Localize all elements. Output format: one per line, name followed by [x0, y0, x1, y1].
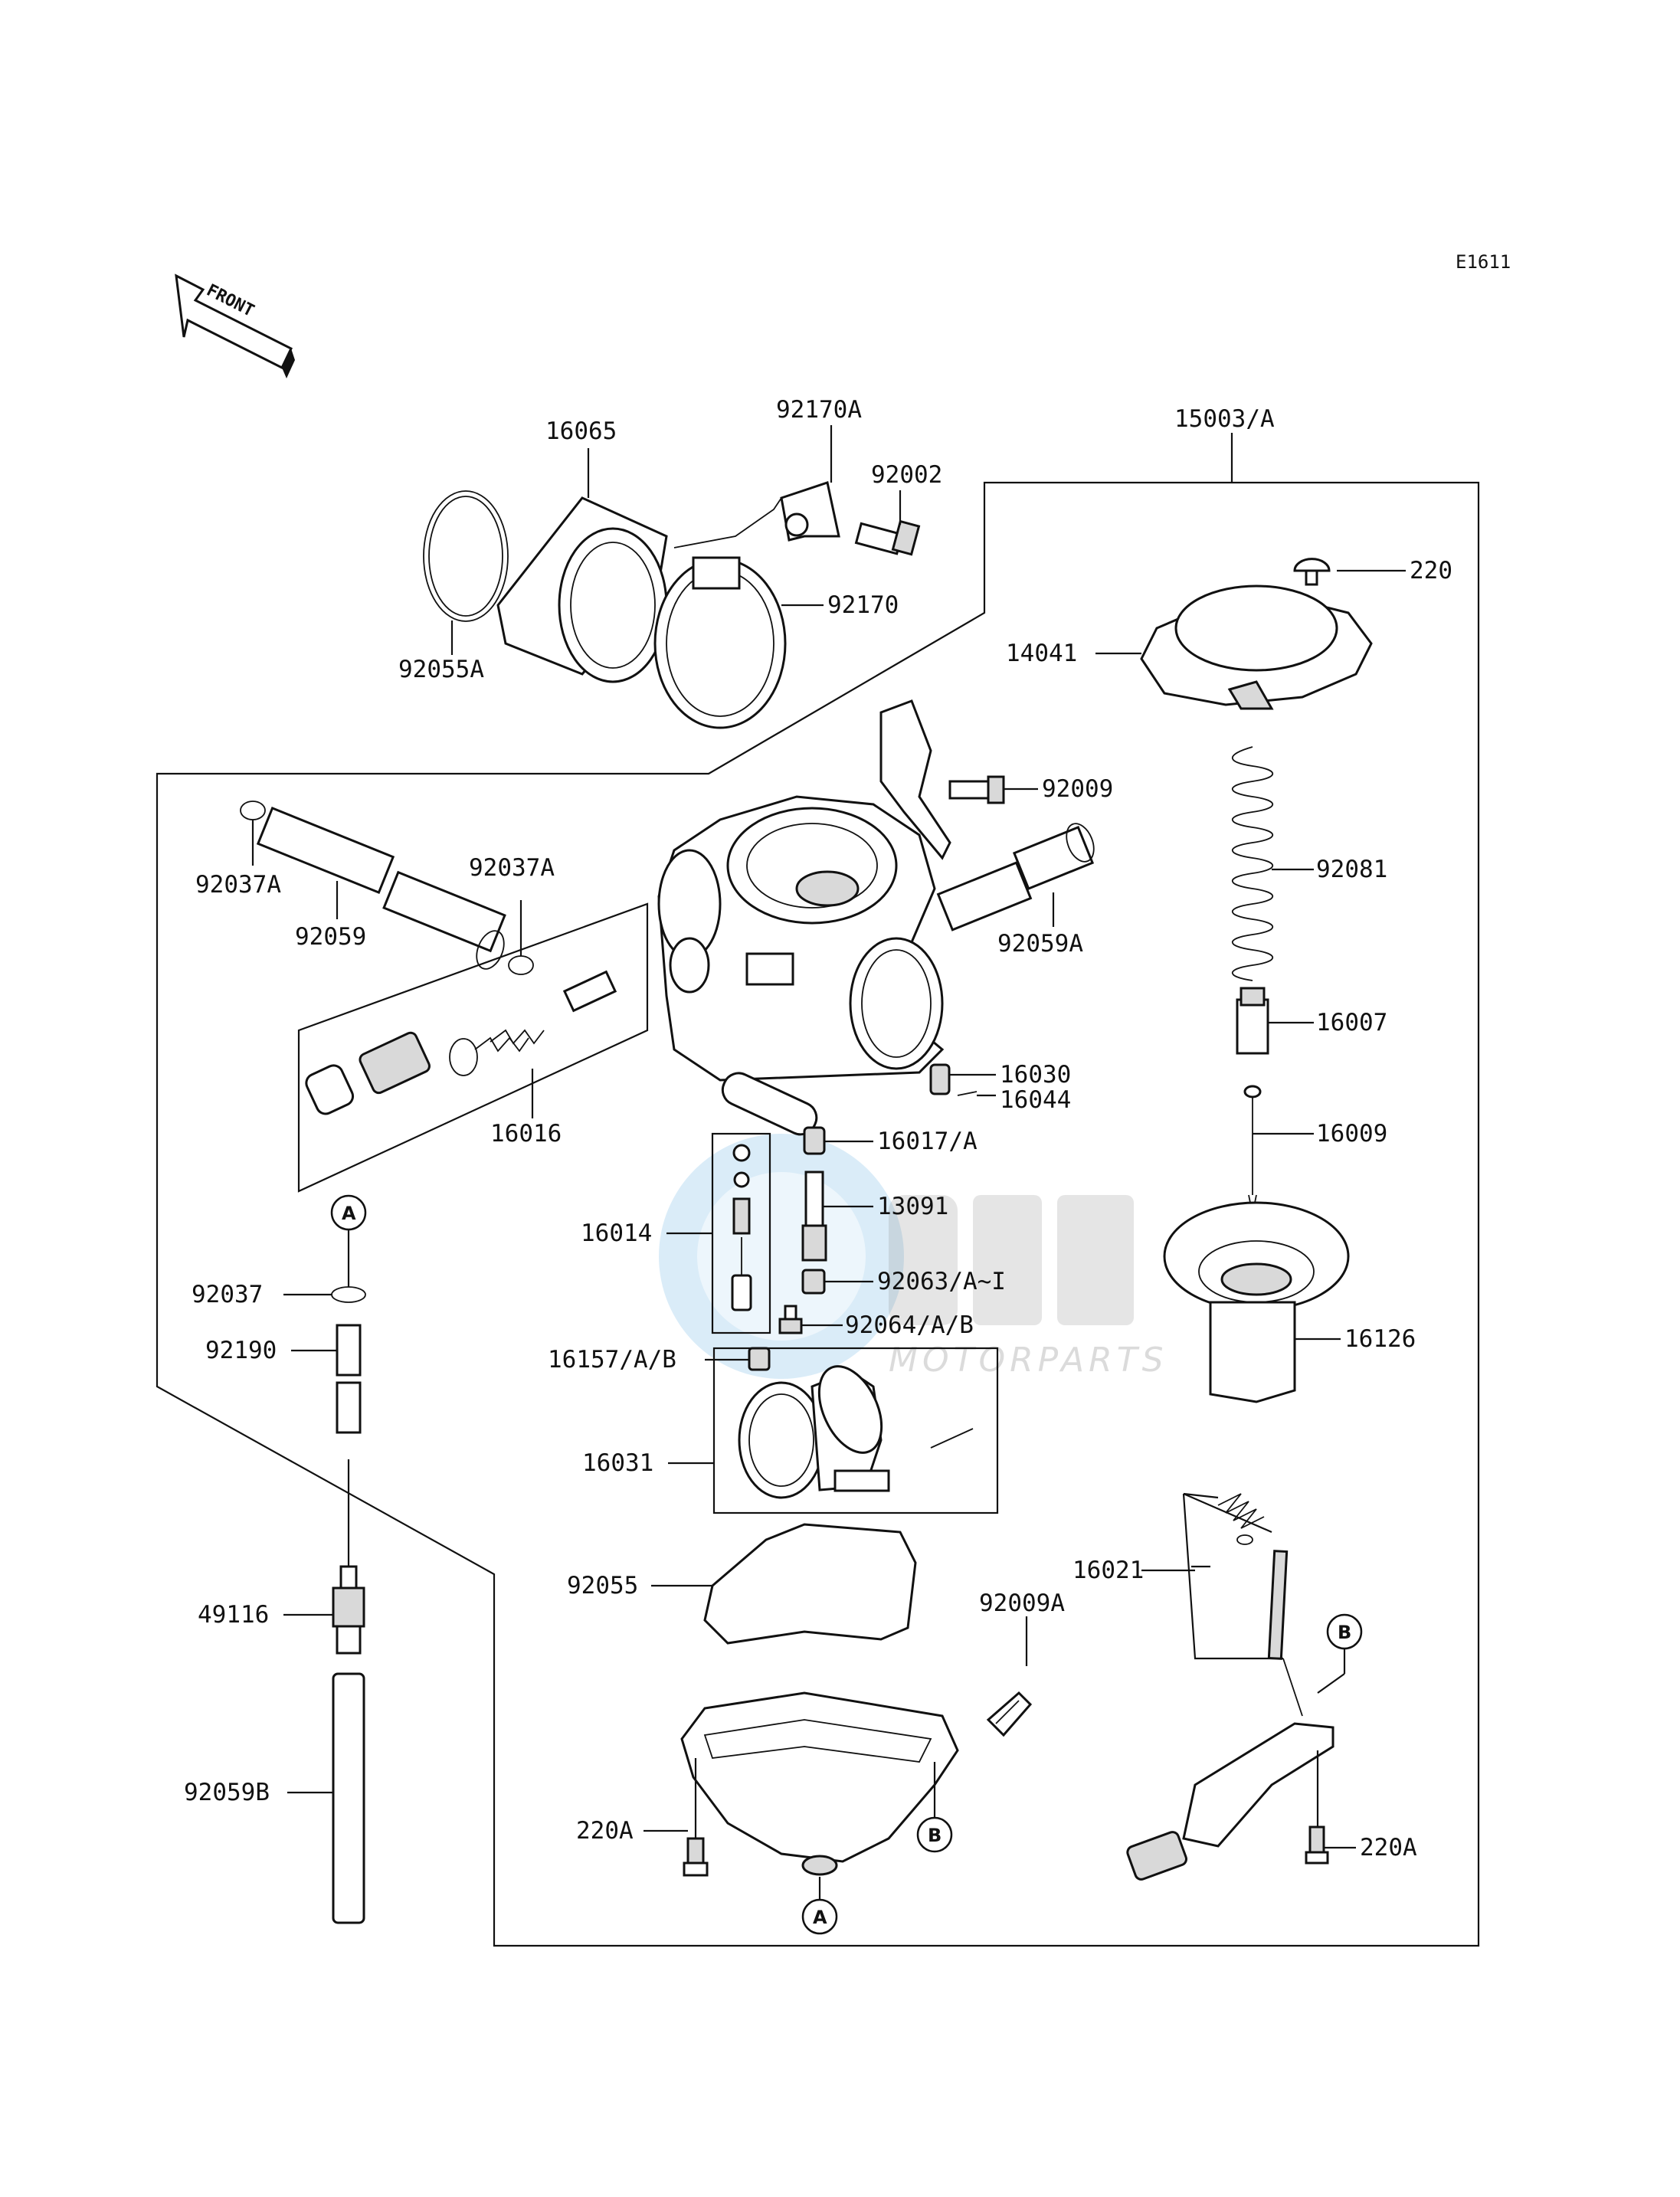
- svg-text:B: B: [1338, 1622, 1351, 1643]
- fitting-49116: [332, 1565, 365, 1655]
- svg-text:B: B: [928, 1825, 942, 1846]
- starter-plunger-16016: [305, 970, 617, 1115]
- tube-92059A: [936, 823, 1095, 932]
- label-16009: 16009: [1316, 1120, 1387, 1148]
- label-92081: 92081: [1316, 856, 1387, 883]
- label-92055A: 92055A: [398, 656, 484, 683]
- svg-text:A: A: [813, 1907, 827, 1928]
- clip-92037A-2: [508, 955, 534, 975]
- label-92055: 92055: [567, 1572, 638, 1599]
- clip-92037: [331, 1286, 366, 1303]
- clamp-92170: [653, 556, 787, 729]
- label-16014: 16014: [581, 1220, 652, 1247]
- starter-cable-16021: [1126, 1493, 1335, 1881]
- screw-92009: [948, 775, 1005, 804]
- jet-needle-16009: [1243, 1085, 1262, 1215]
- jet-16017A: [803, 1126, 826, 1155]
- top-cover-14041: [1140, 584, 1373, 710]
- label-92170: 92170: [827, 591, 899, 619]
- label-92037: 92037: [192, 1281, 263, 1308]
- o-ring-92055A: [423, 490, 509, 622]
- marker-b-bottom: B: [916, 1816, 953, 1853]
- part-labels: 16065 92170A 92002 15003/A 92055A 92170 …: [184, 396, 1452, 1861]
- label-92059A: 92059A: [997, 930, 1083, 958]
- label-16065: 16065: [545, 417, 617, 445]
- label-15003A: 15003/A: [1174, 405, 1275, 433]
- float-chamber: [680, 1691, 959, 1876]
- main-jet-92063: [801, 1269, 826, 1295]
- label-16030: 16030: [1000, 1061, 1071, 1089]
- watermark-logo: MOTORPARTS: [659, 1134, 1168, 1380]
- label-14041: 14041: [1006, 640, 1077, 667]
- svg-text:A: A: [342, 1203, 356, 1224]
- label-16157: 16157/A/B: [548, 1346, 676, 1374]
- label-92009: 92009: [1042, 775, 1113, 803]
- needle-jet-13091: [801, 1171, 827, 1262]
- front-arrow-icon: FRONT: [175, 273, 295, 378]
- label-16016: 16016: [490, 1120, 562, 1148]
- tube-92190: [336, 1324, 362, 1434]
- assembly-boundary: [156, 481, 1480, 1947]
- screw-220: [1293, 558, 1331, 586]
- drain-screw-92009A: [986, 1691, 1033, 1737]
- label-92059: 92059: [295, 923, 366, 951]
- label-92170A: 92170A: [776, 396, 862, 424]
- screw-92002: [854, 519, 921, 556]
- label-220A-left: 220A: [576, 1817, 634, 1845]
- screw-220A-left: [683, 1837, 709, 1877]
- label-92190: 92190: [205, 1337, 277, 1364]
- clip-92170A: [780, 481, 840, 542]
- label-92063: 92063/A~I: [877, 1268, 1006, 1295]
- spring-seat-16007: [1236, 987, 1269, 1055]
- clip-92037A: [240, 801, 266, 820]
- intake-holder-16065: [496, 496, 668, 683]
- label-92002: 92002: [871, 461, 942, 489]
- starter-plunger-box: [297, 902, 649, 1193]
- spring-92081: [1231, 746, 1273, 981]
- diagram-code: E1611: [1456, 251, 1511, 273]
- label-16007: 16007: [1316, 1009, 1387, 1036]
- label-49116: 49116: [198, 1601, 269, 1629]
- pin-16044: [957, 1091, 978, 1096]
- bracket-92009: [879, 699, 951, 860]
- label-92037A-mid: 92037A: [469, 854, 555, 882]
- label-16031: 16031: [582, 1449, 653, 1477]
- cable-holder-16031: [738, 1365, 974, 1499]
- jet-92064: [778, 1305, 803, 1334]
- label-220: 220: [1410, 557, 1452, 584]
- jet-16157: [748, 1347, 771, 1371]
- gasket-92055: [703, 1523, 917, 1645]
- tube-92059B: [332, 1672, 365, 1924]
- label-16021: 16021: [1073, 1557, 1144, 1584]
- label-92009A: 92009A: [979, 1590, 1065, 1617]
- throttle-valve-box: [712, 1347, 999, 1514]
- label-13091: 13091: [877, 1193, 948, 1220]
- label-16017A: 16017/A: [877, 1128, 978, 1155]
- watermark-text: MOTORPARTS: [889, 1341, 1168, 1380]
- marker-b-right: B: [1326, 1613, 1363, 1650]
- label-92064: 92064/A/B: [845, 1311, 974, 1339]
- diaphragm-16126: [1163, 1201, 1350, 1403]
- screw-220A-right: [1305, 1825, 1329, 1865]
- pilot-screw-16030: [929, 1063, 951, 1095]
- label-16126: 16126: [1344, 1325, 1416, 1353]
- label-220A-right: 220A: [1360, 1834, 1417, 1861]
- carburetor-body: [657, 795, 945, 1082]
- label-92059B: 92059B: [184, 1779, 270, 1806]
- label-16044: 16044: [1000, 1086, 1071, 1114]
- marker-a-left: A: [330, 1194, 367, 1231]
- label-92037A-left: 92037A: [195, 871, 281, 899]
- drain-pipe: [721, 1072, 818, 1136]
- marker-a-bottom: A: [801, 1898, 838, 1935]
- tube-92059: [256, 807, 506, 970]
- jet-needle-16014: [731, 1144, 752, 1311]
